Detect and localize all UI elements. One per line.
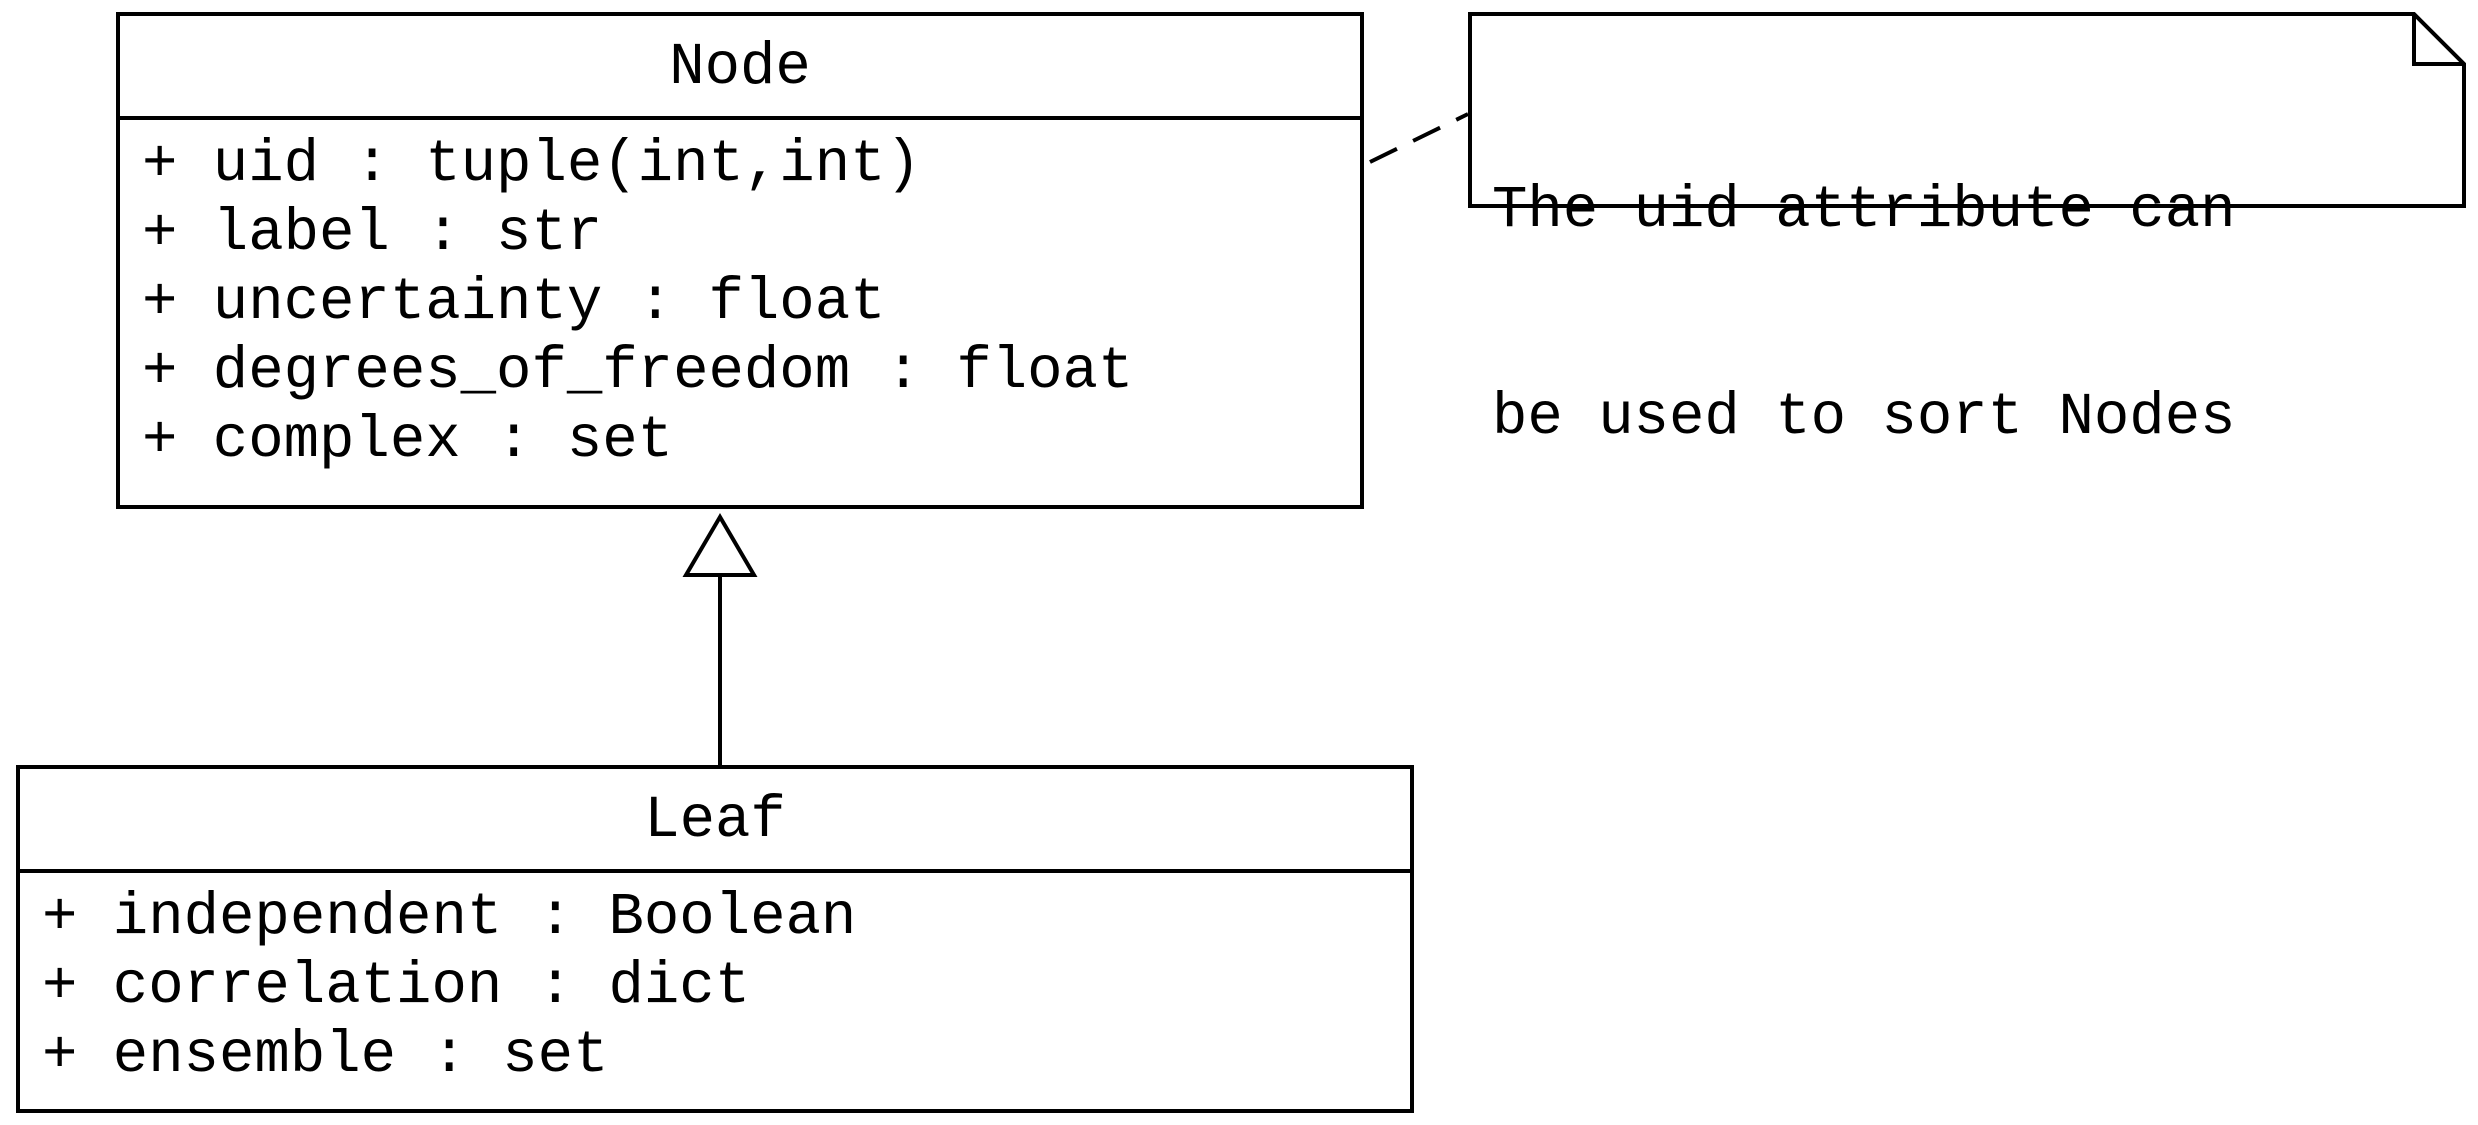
note-anchor-line: [1369, 112, 1469, 164]
node-attribute: + degrees_of_freedom : float: [142, 338, 1134, 405]
node-attribute: + complex : set: [142, 407, 674, 474]
leaf-attribute: + ensemble : set: [42, 1022, 609, 1089]
node-attribute: + label : str: [142, 200, 603, 267]
leaf-attribute: + correlation : dict: [42, 953, 751, 1020]
node-class-box[interactable]: Node + uid : tuple(int,int) + label : st…: [116, 12, 1364, 509]
note-shape: [1468, 12, 2466, 208]
inheritance-arrowhead: [682, 513, 758, 577]
note-line: The uid attribute can: [1492, 177, 2236, 244]
leaf-class-box[interactable]: Leaf + independent : Boolean + correlati…: [16, 765, 1414, 1113]
node-attribute-list: + uid : tuple(int,int) + label : str + u…: [120, 120, 1360, 475]
leaf-attribute-list: + independent : Boolean + correlation : …: [20, 873, 1410, 1090]
leaf-attribute: + independent : Boolean: [42, 884, 857, 951]
note-text: The uid attribute can be used to sort No…: [1492, 38, 2236, 590]
uml-note[interactable]: The uid attribute can be used to sort No…: [1468, 12, 2466, 451]
node-class-name: Node: [120, 16, 1360, 120]
note-line: be used to sort Nodes: [1492, 384, 2236, 451]
node-attribute: + uid : tuple(int,int): [142, 131, 921, 198]
node-attribute: + uncertainty : float: [142, 269, 886, 336]
leaf-class-name: Leaf: [20, 769, 1410, 873]
